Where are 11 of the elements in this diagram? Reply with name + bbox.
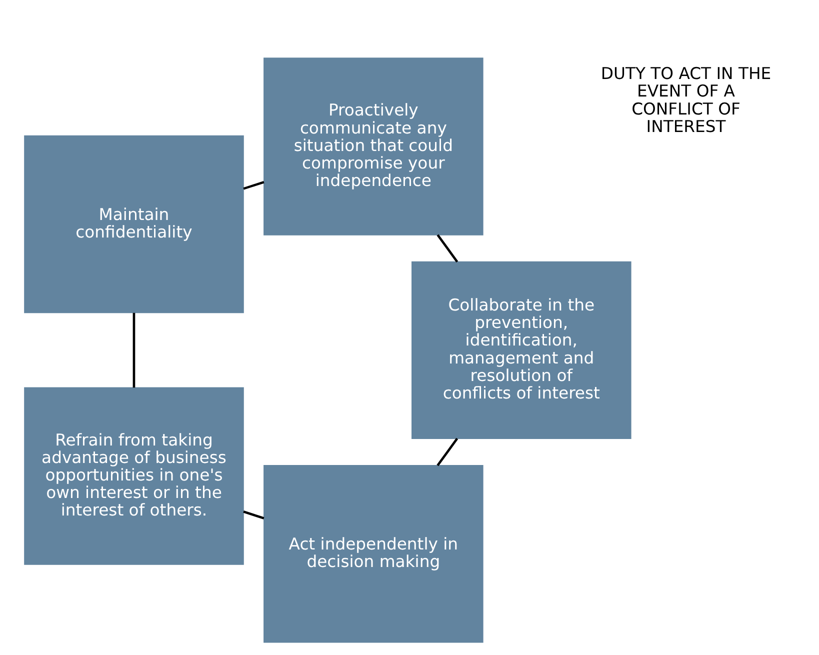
label: DUTY TO ACT IN THE EVENT OF A CONFLICT OF INTEREST — [600, 64, 771, 136]
node-box: Proactively communicate any situation that could compromise your independence — [263, 58, 483, 236]
node-box: Act independently in decision making — [263, 465, 483, 643]
connector — [436, 234, 458, 262]
connector — [436, 438, 458, 466]
connector — [242, 510, 264, 520]
connector — [242, 180, 264, 190]
node-box: Collaborate in the prevention, identification, management and resolution of conflicts of interest — [411, 261, 631, 440]
node-box: Maintain confidentiality — [24, 135, 244, 314]
node-box: Refrain from taking advantage of business opportunities in one's own interest or in the interest of others. — [24, 387, 244, 565]
connector — [132, 312, 135, 388]
